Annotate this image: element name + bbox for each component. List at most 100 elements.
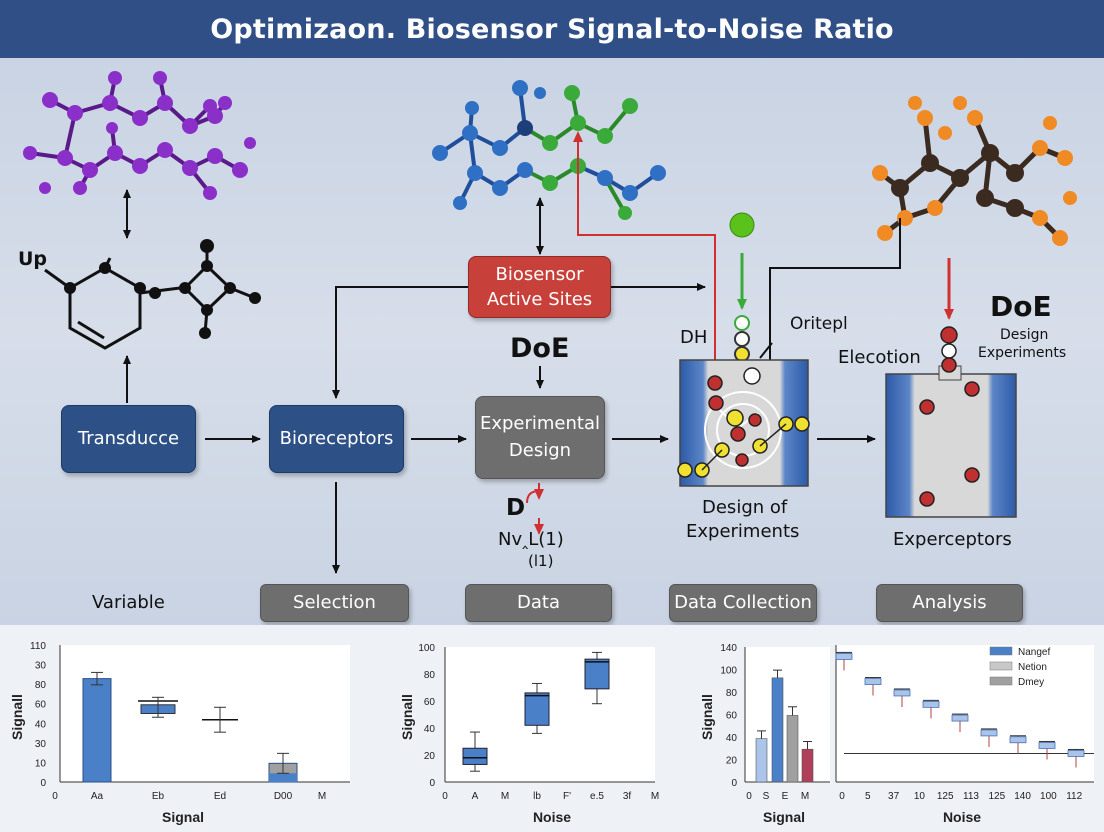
chart-4-x-tick: 112 — [1066, 791, 1082, 802]
chart-2-x-tick: A — [472, 791, 479, 802]
active-sites-label-2: Active Sites — [486, 289, 593, 310]
chart-2-x-tick: 0 — [442, 791, 448, 802]
chart-4-point — [835, 653, 853, 660]
design-of-label-1: Design of — [702, 497, 788, 518]
design-right-label-2: Experiments — [978, 345, 1067, 361]
chart-2-x-tick: M — [501, 791, 509, 802]
chart-4-point — [1009, 736, 1027, 744]
doe-right-label: DoE — [990, 290, 1052, 323]
chart-3-x-tick: M — [801, 791, 809, 802]
blue-green-atoms — [432, 80, 666, 220]
chart-1-bar — [82, 678, 112, 783]
black-atoms — [64, 239, 261, 339]
chart-2-xlabel: Noise — [533, 809, 571, 825]
chart-3-bar — [771, 677, 784, 783]
chart-2-x-tick: e.5 — [590, 791, 604, 802]
nvl-label: Nv‸L(1) — [498, 529, 564, 550]
chart-4-legend-label: Dmey — [1018, 677, 1044, 688]
chart-3-bar — [755, 738, 768, 783]
active-sites-label-1: Biosensor — [495, 263, 584, 285]
chart-2-box — [462, 747, 488, 765]
chart-4-x-tick: 10 — [914, 791, 926, 802]
red-connector — [526, 131, 954, 535]
chart-4-x-tick: 37 — [888, 791, 900, 802]
page-title: Optimizaon. Biosensor Signal-to-Noise Ra… — [210, 13, 894, 45]
chart-4-point — [893, 689, 911, 697]
chart-4-legend-swatch — [989, 646, 1013, 656]
chart-2-x-tick: 3f — [623, 791, 632, 802]
chart-1-ylabel: Signall — [9, 694, 25, 740]
chart-2-box — [584, 658, 610, 690]
chart-2-y-tick: 60 — [424, 697, 436, 708]
chart-1-y-tick: 110 — [30, 641, 46, 652]
connector-arrows — [123, 189, 901, 574]
chart-1-y-tick: 30 — [35, 661, 47, 672]
chart-4-x-tick: 125 — [988, 791, 1005, 802]
chart-4-point — [980, 729, 998, 737]
chart-4-xlabel: Noise — [943, 809, 981, 825]
oritepl-label: Oritepl — [790, 314, 848, 334]
chart-1-y-tick: 80 — [35, 680, 47, 691]
purple-molecule-icon — [29, 77, 241, 195]
chart-3-y-tick: 100 — [720, 666, 737, 677]
stage-data-label: Data — [517, 591, 560, 613]
chart-3-marks — [755, 669, 814, 783]
chart-4-x-tick: 113 — [963, 791, 979, 802]
chart-3-y-tick: 60 — [726, 711, 738, 722]
stage-selection: Selection — [260, 584, 409, 622]
chart-4-x-tick: 0 — [839, 791, 845, 802]
chart-4-point — [1067, 750, 1085, 757]
chart-4-legend-label: Netion — [1018, 662, 1047, 673]
bioreceptors-box: Bioreceptors — [269, 405, 404, 473]
chart-2-x-tick: F' — [563, 791, 571, 802]
experimental-design-label-1: Experimental — [479, 413, 601, 435]
chart-4-legend-swatch — [989, 661, 1013, 671]
chart-2-y-tick: 0 — [429, 778, 435, 789]
chart-1-x-tick: Ed — [214, 791, 226, 802]
experimental-design-box: Experimental Design — [475, 396, 605, 479]
diagram-canvas — [23, 71, 1077, 574]
chart-2-x-tick: lb — [533, 791, 541, 802]
black-molecule-icon — [44, 246, 256, 350]
chart-3-y-tick: 0 — [731, 778, 737, 789]
chart-2-x-tick: M — [651, 791, 659, 802]
chart-3-bar — [786, 715, 799, 783]
title-bar: Optimizaon. Biosensor Signal-to-Noise Ra… — [0, 0, 1104, 58]
chart-4-legend-label: Nangef — [1018, 647, 1050, 658]
chart-4-point — [1038, 742, 1056, 749]
chart-3-y-tick: 40 — [726, 733, 738, 744]
stage-data-collection-label: Data Collection — [674, 591, 812, 613]
orange-atoms — [872, 96, 1077, 246]
chart-4-point — [922, 700, 940, 708]
experceptors-label: Experceptors — [893, 529, 1012, 550]
stage-data: Data — [465, 584, 612, 622]
transducer-label: Transducce — [77, 427, 180, 449]
stage-data-collection: Data Collection — [669, 584, 817, 622]
chart-1-x-tick: 0 — [52, 791, 58, 802]
chart-4-point — [951, 714, 969, 722]
dh-label: DH — [680, 327, 708, 348]
chart-2-marks — [462, 651, 610, 772]
bioreceptors-label: Bioreceptors — [279, 427, 394, 449]
biosensor-active-sites-box: Biosensor Active Sites — [468, 256, 611, 318]
doe-center-label: DoE — [510, 333, 570, 364]
chart-4-x-tick: 5 — [865, 791, 871, 802]
chart-2-y-tick: 40 — [424, 724, 436, 735]
chart-1-x-tick: D00 — [274, 791, 293, 802]
chart-1-y-tick: 0 — [40, 778, 46, 789]
d-label: D — [506, 495, 526, 521]
up-label: Up — [18, 248, 48, 270]
chart-1-x-tick: Aa — [91, 791, 104, 802]
sensor-cell-icon — [677, 359, 810, 487]
chart-3-x-tick: E — [782, 791, 789, 802]
